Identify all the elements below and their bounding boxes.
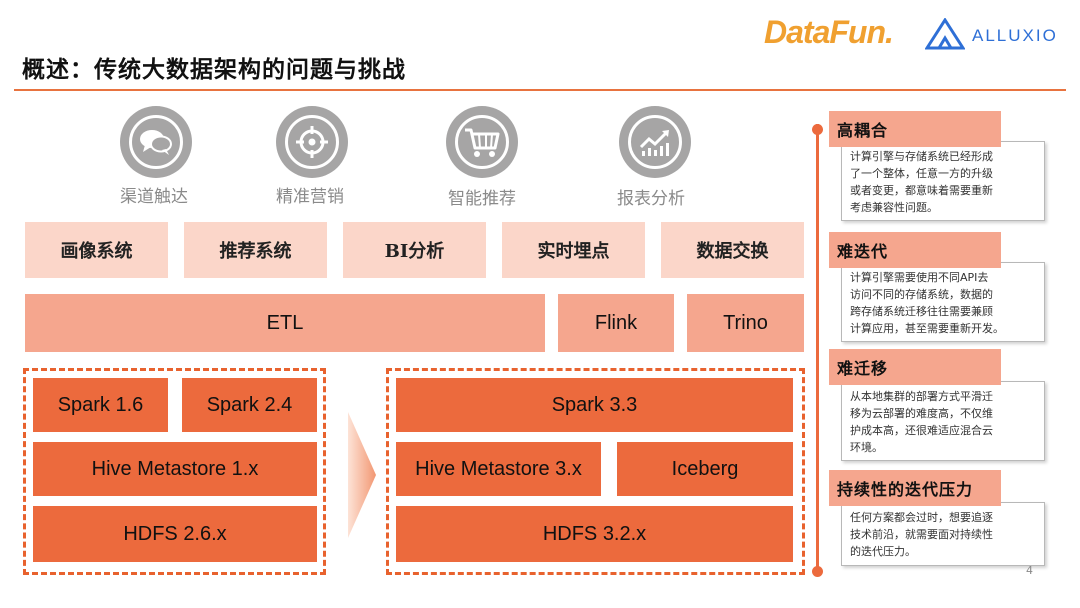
challenge-title: 难迁移 xyxy=(829,349,1001,385)
challenge-desc: 计算引擎需要使用不同API去访问不同的存储系统，数据的 跨存储系统迁移往往需要兼… xyxy=(841,262,1045,342)
title-divider xyxy=(14,89,1066,91)
challenge-desc: 任何方案都会过时，想要追逐技术前沿，就需要面对持续性 的迭代压力。 xyxy=(841,502,1045,566)
system-box: BI分析 xyxy=(343,222,486,278)
trend-chart-icon xyxy=(619,106,691,178)
use-case-report xyxy=(619,106,691,178)
timeline-line xyxy=(816,124,819,573)
use-case-cart xyxy=(446,106,518,178)
legacy-stack-frame xyxy=(23,368,326,575)
datafun-logo: DataFun. xyxy=(764,14,894,50)
timeline-dot-top xyxy=(812,124,823,135)
use-case-label: 渠道触达 xyxy=(120,187,188,207)
etl-box: ETL xyxy=(25,294,545,352)
alluxio-logo-text: ALLUXIO xyxy=(972,26,1058,45)
challenge-title: 持续性的迭代压力 xyxy=(829,470,1001,506)
use-case-chat xyxy=(120,106,192,178)
spark-3-3-box: Spark 3.3 xyxy=(396,378,793,432)
page-title: 概述：传统大数据架构的问题与挑战 xyxy=(22,56,406,83)
system-box: 数据交换 xyxy=(661,222,804,278)
use-case-label: 报表分析 xyxy=(617,189,685,209)
spark-1-6-box: Spark 1.6 xyxy=(33,378,168,432)
timeline-dot-bottom xyxy=(812,566,823,577)
spark-2-4-box: Spark 2.4 xyxy=(182,378,317,432)
trino-box: Trino xyxy=(687,294,804,352)
iceberg-box: Iceberg xyxy=(617,442,793,496)
challenge-title: 高耦合 xyxy=(829,111,1001,147)
use-case-label: 精准营销 xyxy=(276,187,344,207)
use-case-target xyxy=(276,106,348,178)
system-box: 推荐系统 xyxy=(184,222,327,278)
system-box: 实时埋点 xyxy=(502,222,645,278)
flink-box: Flink xyxy=(558,294,674,352)
hive-metastore-3-box: Hive Metastore 3.x xyxy=(396,442,601,496)
chat-bubbles-icon xyxy=(120,106,192,178)
hdfs-box: HDFS 2.6.x xyxy=(33,506,317,562)
hive-metastore-box: Hive Metastore 1.x xyxy=(33,442,317,496)
system-box: 画像系统 xyxy=(25,222,168,278)
hdfs-3-box: HDFS 3.2.x xyxy=(396,506,793,562)
shopping-cart-icon xyxy=(446,106,518,178)
alluxio-logo-icon xyxy=(924,17,966,54)
new-stack-frame xyxy=(386,368,805,575)
challenge-desc: 计算引擎与存储系统已经形成了一个整体，任意一方的升级 或者变更，都意味着需要重新… xyxy=(841,141,1045,221)
challenge-title: 难迭代 xyxy=(829,232,1001,268)
use-case-label: 智能推荐 xyxy=(448,189,516,209)
challenge-desc: 从本地集群的部署方式平滑迁移为云部署的难度高，不仅维 护成本高，还很难适应混合云… xyxy=(841,381,1045,461)
migration-arrow-icon xyxy=(346,412,378,542)
target-crosshair-icon xyxy=(276,106,348,178)
page-number: 4 xyxy=(1026,564,1033,577)
